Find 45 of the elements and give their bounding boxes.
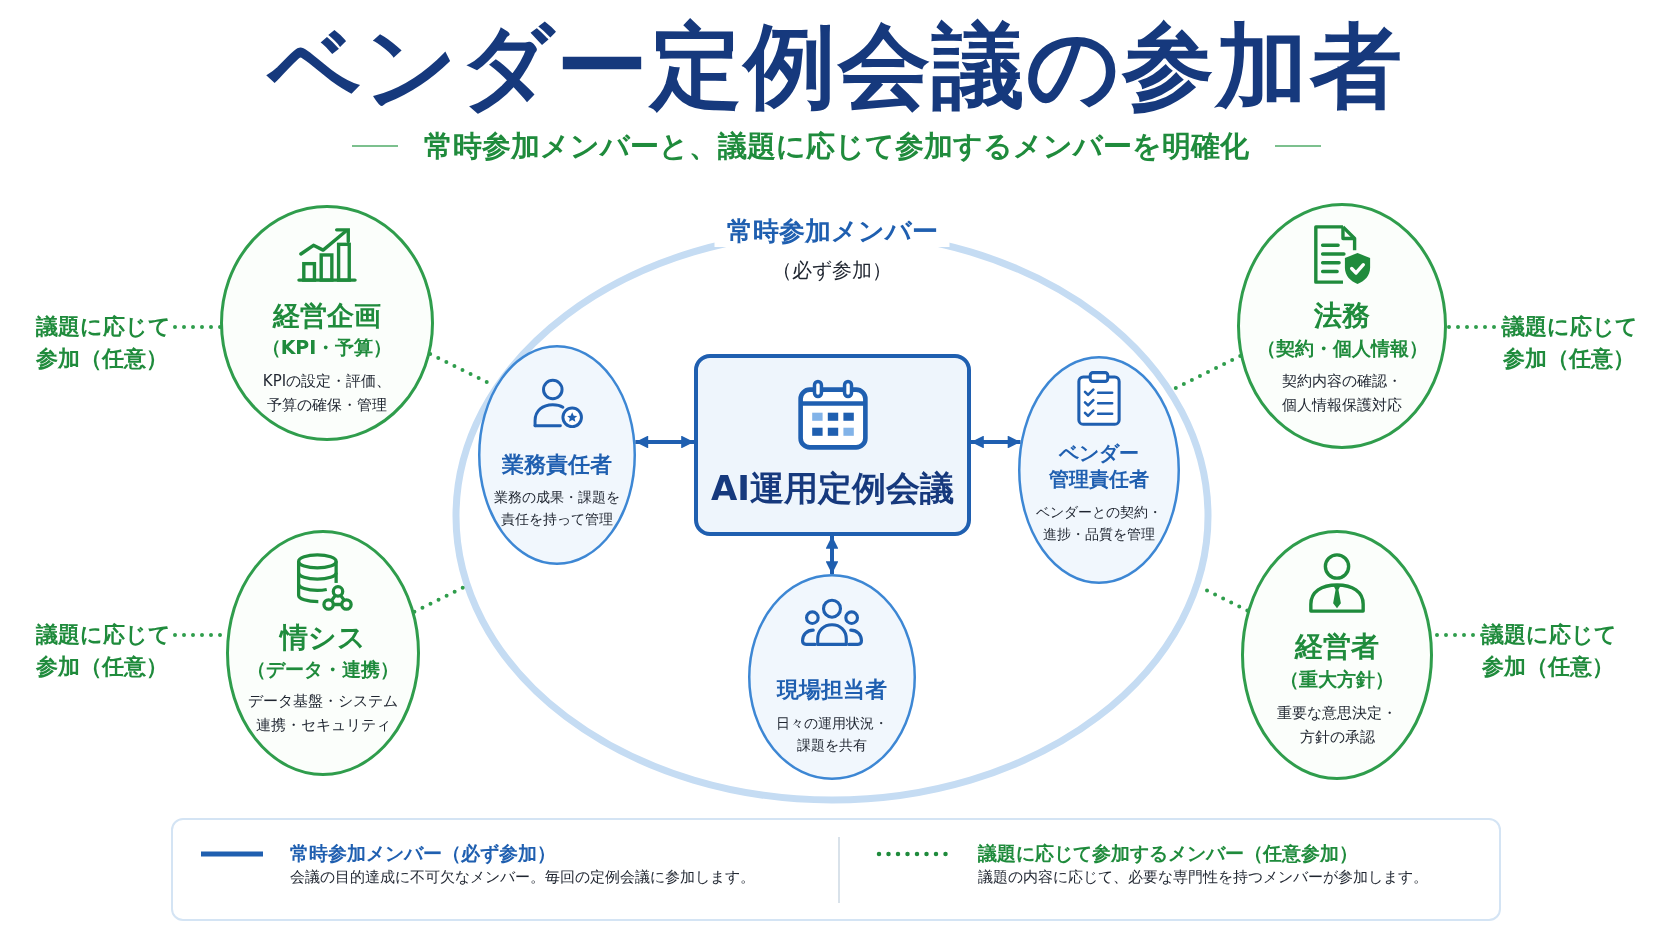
member-ellipse <box>220 205 434 441</box>
node-title: AI運用定例会議 <box>711 468 954 509</box>
node-title: ベンダー管理責任者 <box>1049 440 1149 492</box>
node-title: 経営者 <box>1295 630 1379 664</box>
note-text: 議題に応じて参加（任意） <box>36 619 175 683</box>
note-text: 議題に応じて参加（任意） <box>1482 619 1621 683</box>
note-text: 議題に応じて参加（任意） <box>1503 311 1642 375</box>
node-title: 業務責任者 <box>502 452 612 479</box>
node-description: 契約内容の確認・個人情報保護対応 <box>1281 371 1403 416</box>
node-description: 重要な意思決定・方針の承認 <box>1276 703 1398 748</box>
member-ellipse <box>748 574 916 780</box>
node-description: KPIの設定・評価、予算の確保・管理 <box>261 371 393 416</box>
member-ellipse <box>1241 530 1433 780</box>
node-description: 業務の成果・課題を責任を持って管理 <box>493 488 621 529</box>
node-description: 日々の運用状況・課題を共有 <box>775 714 889 755</box>
page-title: ベンダー定例会議の参加者 <box>268 14 1404 120</box>
node-title: 現場担当者 <box>777 677 887 704</box>
legend-description: 会議の目的達成に不可欠なメンバー。毎回の定例会議に参加します。 <box>290 868 755 888</box>
group-subtitle: （必ず参加） <box>772 258 892 282</box>
member-ellipse <box>478 345 636 565</box>
double-headed-arrow <box>825 536 839 574</box>
node-subtitle: （重大方針） <box>1280 668 1394 691</box>
meeting-box <box>694 354 971 536</box>
member-ellipse <box>1018 356 1180 584</box>
note-text: 議題に応じて参加（任意） <box>36 311 175 375</box>
member-ellipse <box>1237 203 1447 449</box>
group-title: 常時参加メンバー <box>714 216 950 248</box>
double-headed-arrow <box>971 435 1021 449</box>
subtitle: 常時参加メンバーと、議題に応じて参加するメンバーを明確化 <box>423 128 1249 164</box>
node-title: 法務 <box>1314 299 1370 333</box>
node-title: 経営企画 <box>273 300 381 333</box>
node-subtitle: （データ・連携） <box>247 658 399 681</box>
dotted-line <box>173 325 223 329</box>
dotted-line <box>1445 325 1505 329</box>
legend-description: 議題の内容に応じて、必要な専門性を持つメンバーが参加します。 <box>978 868 1428 888</box>
legend-text: 常時参加メンバー（必ず参加） <box>290 842 556 865</box>
node-subtitle: （契約・個人情報） <box>1256 337 1428 360</box>
node-title: 情シス <box>280 621 366 655</box>
node-subtitle: （KPI・予算） <box>261 336 393 359</box>
legend-text: 議題に応じて参加するメンバー（任意参加） <box>978 842 1358 865</box>
node-description: ベンダーとの契約・進捗・品質を管理 <box>1035 503 1163 544</box>
node-description: データ基盤・システム連携・セキュリティ <box>247 691 399 736</box>
dotted-line <box>412 584 467 614</box>
member-ellipse <box>226 530 420 776</box>
double-headed-arrow <box>635 435 694 449</box>
